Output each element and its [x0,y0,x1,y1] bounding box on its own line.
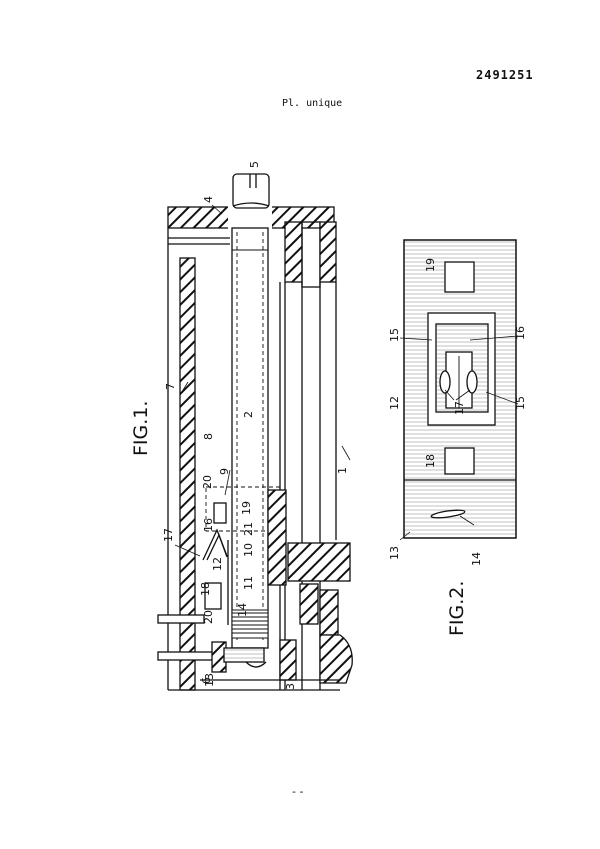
figure-2 [403,239,517,539]
fig1-label: 5 [248,161,261,168]
fig1-label: 20 [202,610,215,624]
fig1-label: 8 [202,433,215,440]
fig1-label: 13 [203,673,216,687]
figure-2-caption: FIG.2. [446,581,468,636]
fig2-label: 12 [388,396,401,410]
fig1-label: 18 [199,582,212,596]
patent-number: 2491251 [476,68,534,82]
fig2-label: 15 [514,396,527,410]
rod-5 [232,173,270,209]
figure-2-leaders [399,335,519,541]
fig2-label: 16 [514,326,527,340]
fig1-label: 16 [202,518,215,532]
fig1-label: 6 [200,677,213,684]
fig2-label: 19 [424,258,437,272]
fig1-label: 2 [242,411,255,418]
footer-mark: - - [292,785,303,798]
figure-1-caption: FIG.1. [130,401,152,456]
figure-1 [157,173,353,691]
part-19 [444,261,475,293]
fig1-label: 20 [201,475,214,489]
fig1-label: 12 [211,557,224,571]
block-10 [267,489,287,586]
fig1-label: 1 [336,467,349,474]
fig1-label: 21 [242,522,255,536]
fig1-label: 3 [284,683,297,690]
fig2-label: 13 [388,546,401,560]
fig1-label: 10 [242,543,255,557]
fig2-label: 18 [424,454,437,468]
figure-2-labels: 12 13 14 15 15 16 17 18 19 [388,258,527,566]
figure-1-labels: 1 2 3 4 5 6 7 8 9 10 11 12 13 14 16 17 1… [162,161,349,690]
fig1-label: 17 [162,528,175,542]
fig1-label: 14 [236,603,249,617]
fig1-label: 19 [240,501,253,515]
fig2-label: 14 [470,552,483,566]
fig1-label: 7 [164,383,177,390]
thread-14 [231,609,269,639]
plate-7 [179,257,196,691]
plate-label: Pl. unique [282,98,343,109]
fig1-label: 11 [242,576,255,590]
fig1-label: 9 [218,468,231,475]
part-18 [444,447,475,475]
part-14 [430,509,466,519]
fig2-label: 17 [453,401,466,415]
fig1-label: 4 [202,196,215,203]
fig2-label: 15 [388,328,401,342]
figure-1-leaders [174,204,351,557]
